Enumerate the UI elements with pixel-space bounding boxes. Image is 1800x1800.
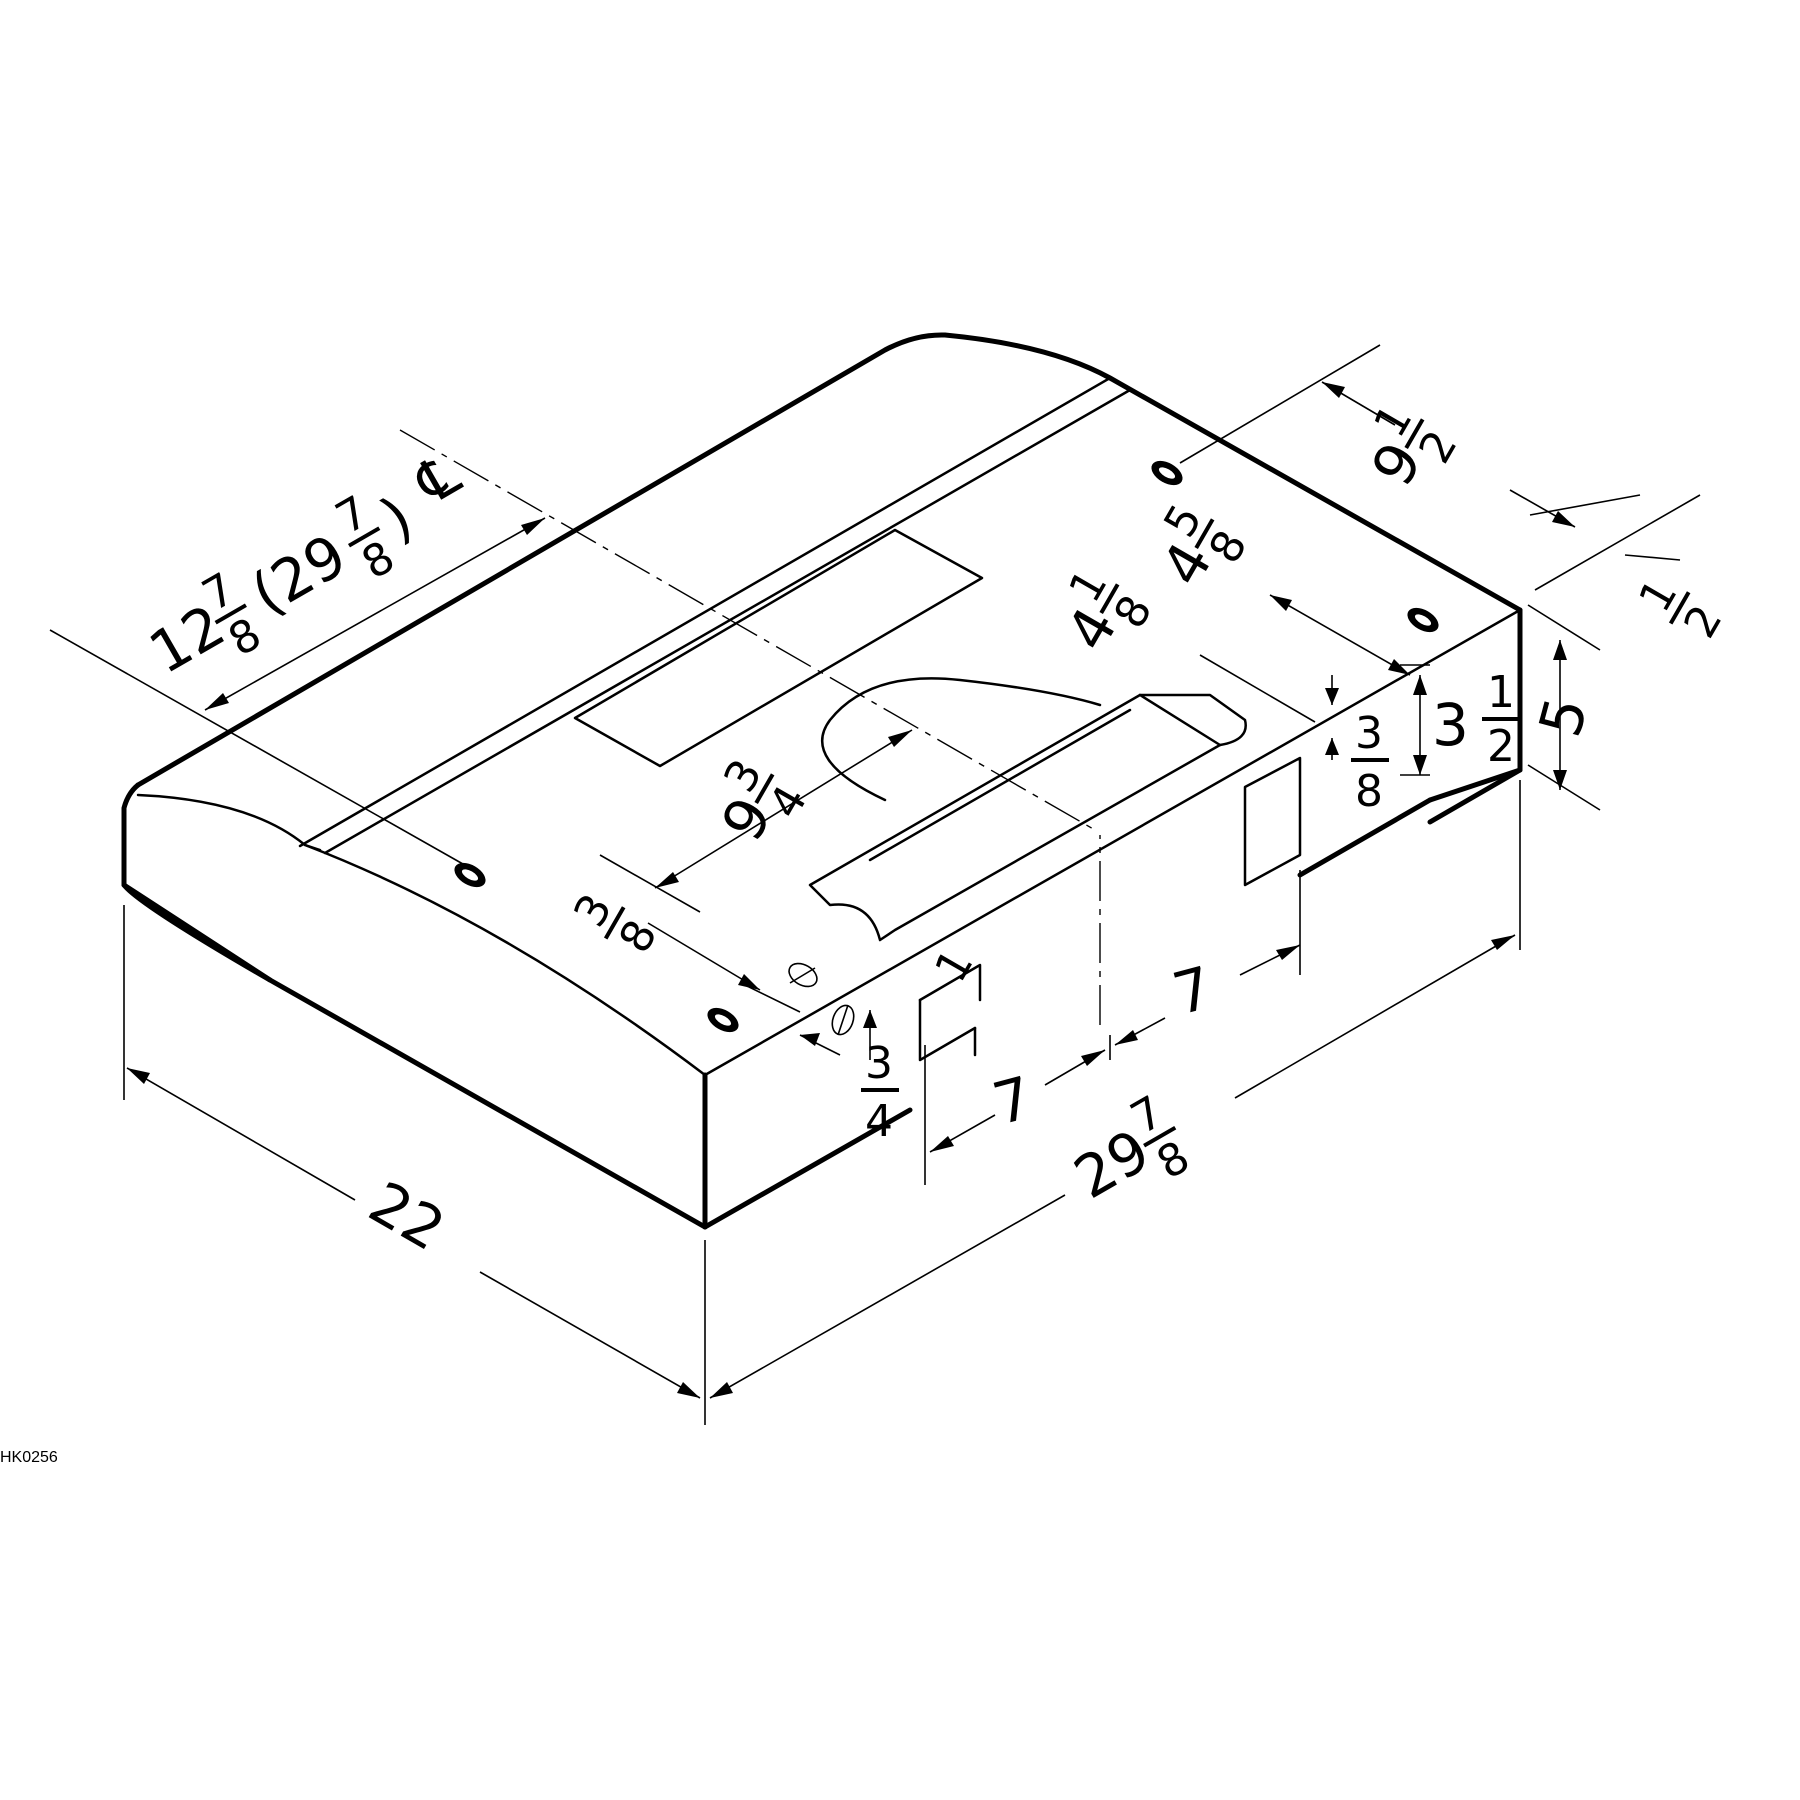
dimension-labels: 12 7 8 (29 7 8 ) 9 1 2 1 2 4 1 8: [138, 396, 1733, 1264]
dim-knockout-a: 4 1 8: [1053, 561, 1162, 662]
center-lines: [399, 429, 1101, 1025]
dim-small-num: 3: [865, 1038, 893, 1089]
dim-hole-den: 8: [609, 912, 667, 962]
dim-depth-paren: (29: [240, 521, 358, 628]
dim-22-whole: 22: [358, 1168, 456, 1264]
rect-knockout-back: [573, 528, 984, 768]
dim-seg-left: 7: [986, 1063, 1039, 1138]
dim-edge-offset: 1 2: [1629, 571, 1732, 647]
dim-seg-right: 7: [1166, 953, 1219, 1028]
mounting-holes: [454, 460, 1439, 1036]
top-features: [573, 528, 1247, 942]
dim-seg-left-whole: 7: [986, 1063, 1039, 1138]
centerline-symbol-text: ℄: [403, 440, 471, 519]
dim-top-right-offset: 9 1 2: [1358, 396, 1467, 497]
control-panel-box: [1243, 756, 1302, 887]
dim-3half-den: 2: [1487, 721, 1515, 772]
front-panel-details: [918, 756, 1302, 1062]
dim-small-den: 4: [865, 1096, 893, 1147]
dim-width-den: 8: [1149, 1131, 1199, 1189]
dim-front-height: 3 1 2: [1432, 667, 1518, 772]
dim-3half-whole: 3: [1432, 691, 1469, 759]
dim-hole-offset: 3 8: [564, 886, 667, 962]
dim-5-whole: 5: [1526, 690, 1601, 743]
dim-total-height: 5: [1526, 690, 1601, 743]
hood-outline: [121, 332, 1523, 1230]
dim-width: 29 7 8: [1063, 1086, 1199, 1212]
arrowheads: [127, 382, 1575, 1398]
rect-duct-opening: [808, 693, 1247, 942]
centerline-main: [399, 429, 1096, 831]
dim-flange: 3 8: [1351, 708, 1389, 817]
dimension-lines: [49, 344, 1701, 1425]
dim-flange-den: 8: [1355, 766, 1383, 817]
centerline-symbol: ℄: [403, 440, 471, 519]
drawing-code: HK0256: [0, 1449, 58, 1466]
dim-slot: 1: [925, 941, 983, 991]
dim-seg-right-whole: 7: [1166, 953, 1219, 1028]
dim-small-offset: 3 4: [861, 1038, 899, 1147]
dim-edge-den: 2: [1674, 597, 1732, 647]
round-duct-knockout: [820, 677, 1102, 802]
dim-3half-num: 1: [1487, 667, 1515, 718]
dim-depth-bottom: 22: [358, 1168, 456, 1264]
dim-slot-num: 1: [925, 941, 983, 991]
dim-depth-top: 12 7 8 (29 7 8 ): [138, 483, 424, 687]
wiring-hole-top: [788, 962, 818, 988]
dim-flange-num: 3: [1355, 708, 1383, 759]
dim-round-duct: 9 3 4: [708, 751, 817, 852]
dim-knockout-b: 4 5 8: [1148, 496, 1257, 597]
